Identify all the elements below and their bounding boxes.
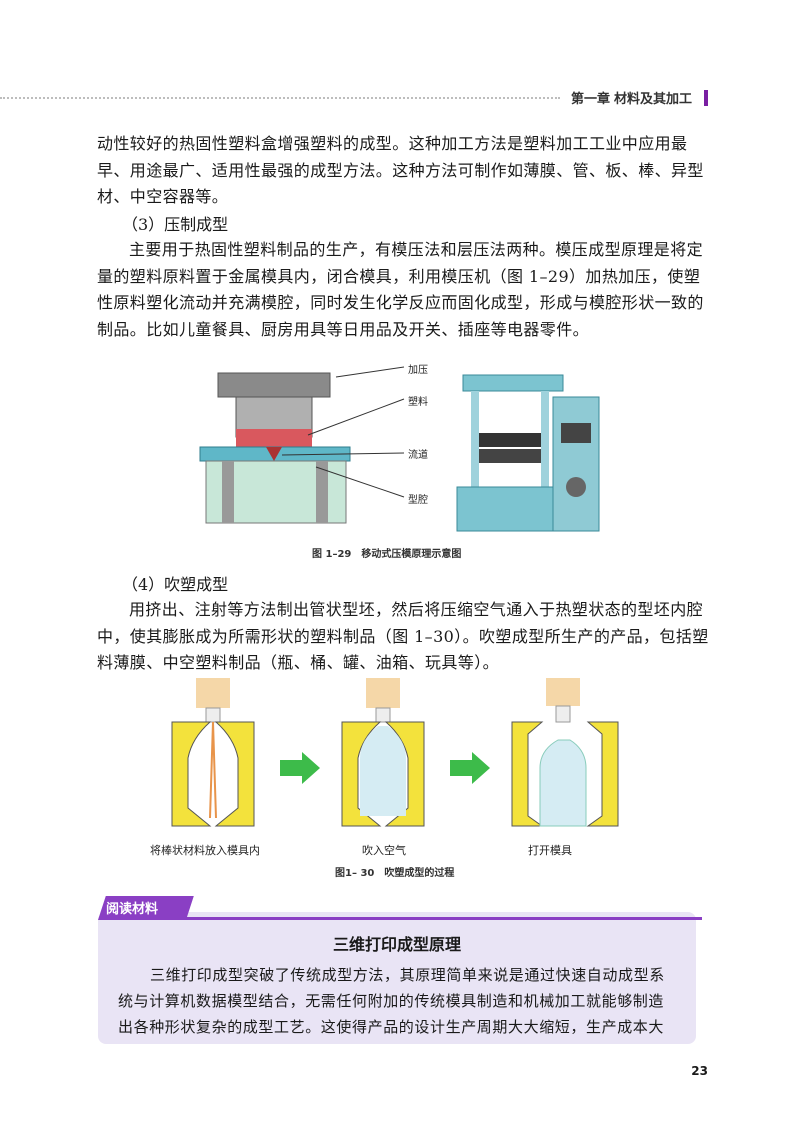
page-number: 23 xyxy=(691,1064,708,1078)
reading-tab-label: 阅读材料 xyxy=(106,902,159,917)
label-runner: 流道 xyxy=(408,450,428,461)
label-plastic: 塑料 xyxy=(408,397,428,408)
label-cavity: 型腔 xyxy=(408,495,428,506)
step-label-blow: 吹入空气 xyxy=(362,844,406,857)
heading-blow-molding: （4）吹塑成型 xyxy=(122,575,229,594)
running-header: 第一章 材料及其加工 xyxy=(571,88,708,107)
reading-text: 三维打印成型突破了传统成型方法，其原理简单来说是通过快速自动成型系统与计算机数据… xyxy=(118,966,665,1036)
paragraph-intro: 动性较好的热固性塑料盒增强塑料的成型。这种加工方法是塑料加工工业中应用最早、用途… xyxy=(97,134,704,206)
reading-box xyxy=(98,912,696,1044)
chapter-title: 材料及其加工 xyxy=(613,92,692,107)
reading-rule xyxy=(180,917,702,920)
chapter-number: 第一章 xyxy=(570,92,610,107)
paragraph-compression: 主要用于热固性塑料制品的生产，有模压法和层压法两种。模压成型原理是将定量的塑料原… xyxy=(97,240,704,339)
step-label-insert: 将棒状材料放入模具内 xyxy=(150,844,260,857)
step-label-open: 打开模具 xyxy=(528,844,572,857)
paragraph-blow: 用挤出、注射等方法制出管状型坯，然后将压缩空气通入于热塑状态的型坯内腔中，使其膨… xyxy=(97,600,709,672)
figure-130-caption: 图1– 30 吹塑成型的过程 xyxy=(335,868,455,879)
heading-compression-molding: （3）压制成型 xyxy=(122,215,229,234)
header-accent-bar xyxy=(704,89,708,106)
header-rule xyxy=(0,97,560,99)
compression-mold-diagram xyxy=(199,366,405,524)
figure-129-caption: 图 1–29 移动式压模原理示意图 xyxy=(312,549,462,560)
label-press: 加压 xyxy=(408,365,428,376)
press-machine-image xyxy=(456,374,600,532)
blow-molding-diagram xyxy=(171,678,619,827)
reading-title: 三维打印成型原理 xyxy=(332,935,461,954)
